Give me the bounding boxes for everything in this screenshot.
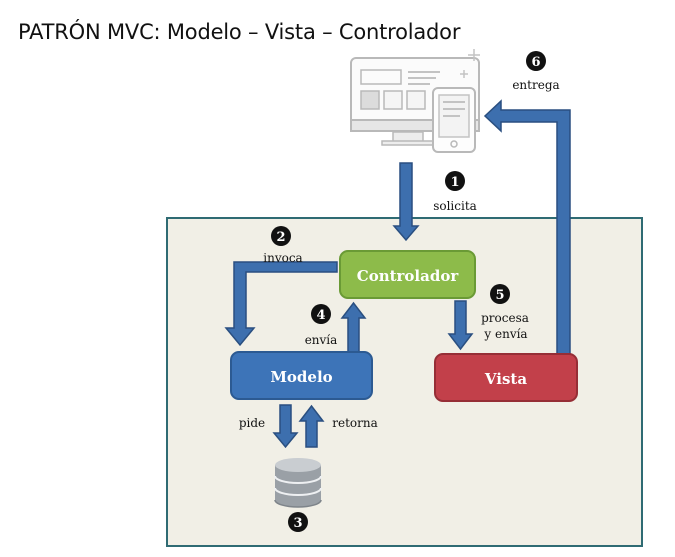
arrow-entrega-shape bbox=[483, 99, 571, 355]
svg-text:1: 1 bbox=[450, 175, 459, 190]
svg-text:5: 5 bbox=[495, 288, 504, 303]
arrow-invoca bbox=[224, 261, 338, 347]
step-label-y-envia: y envía bbox=[483, 327, 527, 341]
db-label-pide: pide bbox=[239, 416, 265, 430]
arrow-retorna bbox=[298, 404, 325, 448]
vista-node: Vista bbox=[434, 353, 578, 402]
step-badge-3: 3 bbox=[288, 512, 308, 532]
arrow-solicita bbox=[392, 162, 420, 242]
database-icon bbox=[274, 458, 322, 508]
step-badge-6: 6 bbox=[526, 51, 546, 71]
arrow-envia bbox=[340, 301, 367, 353]
step-badge-5: 5 bbox=[490, 284, 510, 304]
arrow-procesa-envia bbox=[447, 300, 474, 351]
modelo-label: Modelo bbox=[270, 368, 332, 386]
desktop-and-tablet-icon bbox=[350, 49, 480, 153]
svg-text:4: 4 bbox=[316, 308, 325, 323]
controlador-label: Controlador bbox=[357, 267, 460, 285]
step-label-procesa: procesa bbox=[481, 311, 529, 325]
step-label-solicita: solicita bbox=[433, 199, 477, 213]
step-label-invoca: invoca bbox=[263, 251, 302, 265]
page-title: PATRÓN MVC: Modelo – Vista – Controlador bbox=[18, 20, 461, 44]
step-badge-1: 1 bbox=[445, 171, 465, 191]
svg-text:3: 3 bbox=[293, 516, 302, 531]
db-label-retorna: retorna bbox=[332, 416, 378, 430]
controlador-node: Controlador bbox=[339, 250, 476, 299]
step-badge-2: 2 bbox=[271, 226, 291, 246]
step-badge-4: 4 bbox=[311, 304, 331, 324]
step-label-entrega: entrega bbox=[512, 78, 559, 92]
modelo-node: Modelo bbox=[230, 351, 373, 400]
arrow-pide bbox=[272, 404, 299, 449]
vista-label: Vista bbox=[484, 370, 527, 388]
svg-text:2: 2 bbox=[276, 230, 285, 245]
svg-text:6: 6 bbox=[531, 55, 540, 70]
step-label-envia: envía bbox=[305, 333, 338, 347]
